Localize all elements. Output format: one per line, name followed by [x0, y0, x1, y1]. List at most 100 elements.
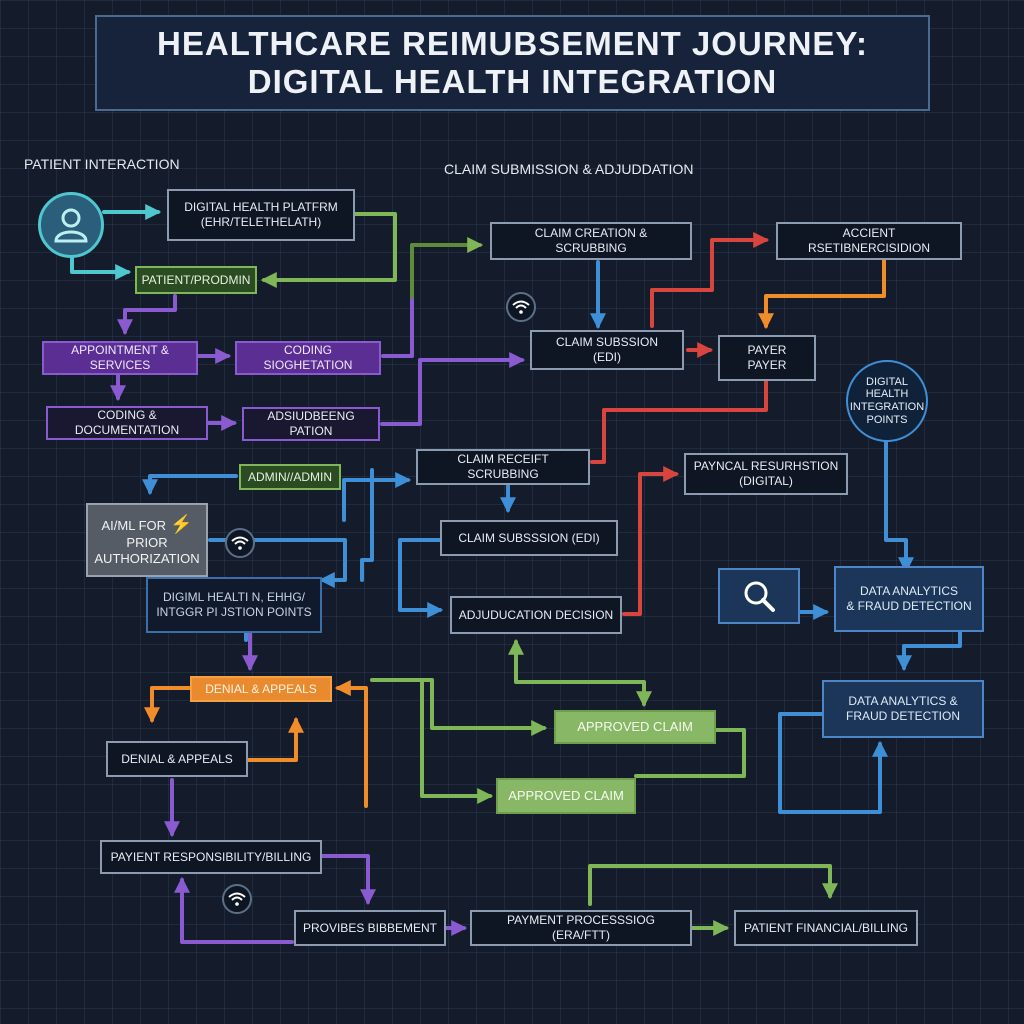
accient-node[interactable]: ACCIENT RSETIBNERCISIDION: [776, 222, 962, 260]
payment-processing-label: PAYMENT PROCESSSIOG (ERA/FTT): [506, 913, 656, 942]
adsiudbeng-node[interactable]: ADSIUDBEENG PATION: [242, 407, 380, 441]
integration-circle-line-1: DIGITAL: [866, 375, 908, 388]
arrow-accient-to-payer: [758, 258, 886, 330]
approved-claim-node-2[interactable]: APPROVED CLAIM: [496, 778, 636, 814]
user-icon-glyph: [54, 208, 88, 243]
arrow-billing-loop: [174, 876, 294, 944]
arrow-adjudication-to-paynical: [622, 466, 680, 616]
arrow-to-approved-2: [408, 678, 494, 804]
integration-circle-text: DIGITAL HEALTH INTEGRATION POINTS: [850, 376, 924, 427]
digital-health-platform-node[interactable]: DIGITAL HEALTH PLATFRM (EHR/TELETHELATH): [167, 189, 355, 241]
patient-financial-label: PATIENT FINANCIAL/BILLING: [743, 920, 909, 935]
title-line-1: HEALTHCARE REIMUBSEMENT JOURNEY:: [157, 25, 868, 63]
section-patient-interaction: PATIENT INTERACTION: [24, 156, 180, 172]
denial-appeals-node[interactable]: DENIAL & APPEALS: [106, 741, 248, 777]
coding-documentation-node[interactable]: CODING & DOCUMENTATION: [46, 406, 208, 440]
claim-submission-mid-label: CLAIM SUBSSSION (EDI): [458, 530, 600, 545]
denial-appeals-orange-node[interactable]: DENIAL & APPEALS: [190, 676, 332, 702]
arrow-analytics-down: [896, 630, 962, 672]
arrow-to-claim-creation: [410, 237, 484, 302]
analytics-2-line-2: FRAUD DETECTION: [846, 709, 960, 723]
arrow-to-claim-receipt: [342, 472, 412, 522]
appointment-label: APPOINTMENT & SERVICES: [71, 343, 169, 372]
approved-claim-node-1[interactable]: APPROVED CLAIM: [554, 710, 716, 744]
denial-dark-label: DENIAL & APPEALS: [121, 751, 233, 766]
adjudication-label: ADJUDUCATION DECISION: [458, 607, 614, 622]
payer-line-2: PAYER: [747, 358, 787, 372]
user-icon[interactable]: [38, 192, 104, 258]
paynical-node[interactable]: PAYNCAL RESURHSTION (DIGITAL): [684, 453, 848, 495]
arrow-to-claim-submission: [418, 352, 526, 402]
search-icon: [744, 581, 775, 612]
analytics-1-line-1: DATA ANALYTICS: [859, 584, 959, 598]
arrow-adsiud-up: [380, 398, 422, 426]
adjudication-decision-node[interactable]: ADJUDUCATION DECISION: [450, 596, 622, 634]
coding-sioghetation-label: CODING SIOGHETATION: [263, 343, 353, 372]
integration-left-line-2: INTGGR PI JSTION POINTS: [156, 605, 312, 619]
denial-orange-label: DENIAL & APPEALS: [205, 681, 317, 696]
arrow-to-mid-submission: [360, 468, 374, 582]
digital-health-integration-circle[interactable]: DIGITAL HEALTH INTEGRATION POINTS: [846, 360, 928, 442]
wifi-icon-glyph: [231, 536, 249, 550]
patient-billing-label: PAYIENT RESPONSIBILITY/BILLING: [110, 849, 312, 864]
integration-circle-line-3: INTEGRATION: [849, 401, 925, 413]
section-claim-submission: CLAIM SUBMISSION & ADJUDDATION: [444, 161, 694, 177]
patient-responsibility-billing-node[interactable]: PAYIENT RESPONSIBILITY/BILLING: [100, 840, 322, 874]
integration-left-line-1: DIGIML HEALTI N, EHHG/: [162, 590, 306, 604]
approved-1-label: APPROVED CLAIM: [577, 718, 693, 734]
patient-prodmin-label: PATIENT/PRODMIN: [141, 272, 251, 287]
ai-line-1: AI/ML FOR⚡: [102, 513, 193, 536]
wifi-icon-middle: [506, 292, 536, 322]
data-analytics-node-1[interactable]: DATA ANALYTICS & FRAUD DETECTION: [834, 566, 984, 632]
analytics-2-line-1: DATA ANALYTICS &: [848, 694, 958, 708]
claim-submission-top-node[interactable]: CLAIM SUBSSION (EDI): [530, 330, 684, 370]
admin-label: ADMIN//ADMIN: [248, 469, 332, 484]
paynical-line-2: (DIGITAL): [739, 474, 793, 488]
claim-creation-node[interactable]: CLAIM CREATION & SCRUBBING: [490, 222, 692, 260]
claim-receipt-scrubbing-node[interactable]: CLAIM RECEIFT SCRUBBING: [416, 449, 590, 485]
integration-circle-line-2: HEALTH: [865, 388, 909, 401]
coding-sioghetation-node[interactable]: CODING SIOGHETATION: [235, 341, 381, 375]
title-banner: HEALTHCARE REIMUBSEMENT JOURNEY: DIGITAL…: [95, 15, 930, 111]
ai-line-2: PRIOR: [126, 535, 168, 550]
arrow-approved-loop: [634, 728, 746, 778]
arrow-denial-left: [144, 686, 192, 724]
claim-submission-mid-node[interactable]: CLAIM SUBSSSION (EDI): [440, 520, 618, 556]
appointment-services-node[interactable]: APPOINTMENT & SERVICES: [42, 341, 198, 375]
arrow-platform-to-patient: [260, 212, 397, 288]
arrow-to-approved-1: [514, 674, 652, 708]
accient-label: ACCIENT RSETIBNERCISIDION: [807, 226, 930, 255]
payer-node[interactable]: PAYER PAYER: [718, 335, 816, 381]
arrow-denial-up: [244, 716, 304, 762]
arrow-admin-left: [142, 474, 238, 496]
arrow-submission-to-adjudication: [398, 538, 444, 618]
lightning-bolt-icon: ⚡: [170, 513, 193, 534]
wifi-icon-glyph-bottom: [228, 892, 246, 906]
arrow-to-accient: [650, 232, 770, 328]
coding-documentation-label: CODING & DOCUMENTATION: [74, 408, 180, 437]
platform-line-2: (EHR/TELETHELATH): [200, 215, 322, 229]
patient-financial-billing-node[interactable]: PATIENT FINANCIAL/BILLING: [734, 910, 918, 946]
ai-line-3: AUTHORIZATION: [94, 551, 200, 567]
arrow-analytics-loop: [778, 712, 888, 814]
claim-submission-top-line-2: (EDI): [593, 350, 621, 364]
patient-prodmin-node[interactable]: PATIENT/PRODMIN: [135, 266, 257, 294]
arrow-coding-up: [381, 298, 414, 358]
admin-node[interactable]: ADMIN//ADMIN: [239, 464, 341, 490]
paynical-line-1: PAYNCAL RESURHSTION: [693, 459, 839, 473]
search-button[interactable]: [718, 568, 800, 624]
integration-circle-line-4: POINTS: [866, 413, 908, 426]
data-analytics-node-2[interactable]: DATA ANALYTICS & FRAUD DETECTION: [822, 680, 984, 738]
arrow-billing-to-provides: [320, 854, 376, 906]
provides-label: PROVIBES BIBBEMENT: [302, 920, 438, 935]
provides-reimbursement-node[interactable]: PROVIBES BIBBEMENT: [294, 910, 446, 946]
adsiudbeng-label: ADSIUDBEENG PATION: [267, 409, 355, 438]
integration-points-left-node[interactable]: DIGIML HEALTI N, EHHG/ INTGGR PI JSTION …: [146, 577, 322, 633]
arrow-denial-right: [334, 680, 368, 808]
ai-prior-authorization-node[interactable]: AI/ML FOR⚡ PRIOR AUTHORIZATION: [86, 503, 208, 577]
payment-processing-node[interactable]: PAYMENT PROCESSSIOG (ERA/FTT): [470, 910, 692, 946]
arrow-patient-to-appointment: [117, 294, 177, 336]
claim-submission-top-line-1: CLAIM SUBSSION: [555, 335, 659, 349]
payer-line-1: PAYER: [747, 343, 787, 357]
